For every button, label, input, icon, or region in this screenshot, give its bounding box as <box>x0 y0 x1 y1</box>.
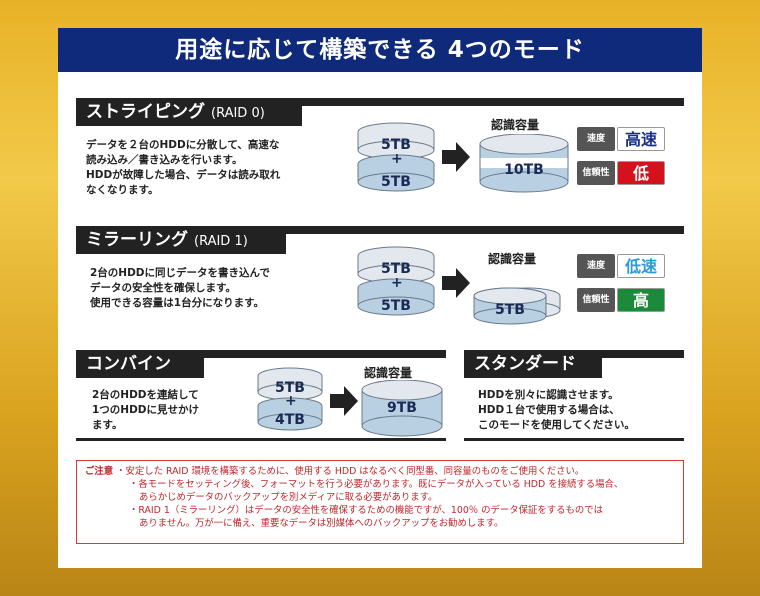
note-line: ・安定した RAID 環境を構築するために、使用する HDD はなるべく同型番、… <box>116 466 585 477</box>
combine-header: コンバイン <box>76 350 204 378</box>
standard-description: HDDを別々に認識させます。 HDD１台で使用する場合は、 このモードを使用して… <box>478 389 635 431</box>
info-panel: 用途に応じて構築できる 4つのモード ストライピング (RAID 0) データを２… <box>58 28 702 568</box>
combine-footer-line <box>76 438 446 441</box>
striping-header-line <box>302 98 684 106</box>
combine-capacity-value: 9TB <box>387 400 417 416</box>
combine-capacity-disk-icon <box>361 380 443 437</box>
combine-disk2-label: 4TB <box>275 412 305 428</box>
mirroring-capacity-disk-icon <box>473 287 561 325</box>
page-title: 用途に応じて構築できる 4つのモード <box>58 28 702 72</box>
caution-label: ご注意 <box>85 466 114 477</box>
mirroring-speed-key: 速度 <box>577 254 615 278</box>
striping-reliability-value: 低 <box>617 161 665 185</box>
mirroring-reliability-key: 信頼性 <box>577 288 615 312</box>
mirroring-header: ミラーリング (RAID 1) <box>76 226 286 254</box>
note-line: ありません。万が一に備え、重要なデータは別媒体へのバックアップをお勧めします。 <box>139 518 504 529</box>
mirroring-disk1-label: 5TB <box>381 261 411 277</box>
standard-header-line <box>602 350 684 358</box>
striping-reliability-key: 信頼性 <box>577 161 615 185</box>
striping-title: ストライピング <box>86 102 205 122</box>
combine-disk-stack-icon <box>257 367 323 431</box>
striping-disk2-label: 5TB <box>381 174 411 190</box>
mirroring-plus: + <box>391 275 403 291</box>
striping-speed-key: 速度 <box>577 127 615 151</box>
mirroring-title: ミラーリング <box>86 230 188 250</box>
combine-capacity-label: 認識容量 <box>364 366 413 380</box>
mirroring-reliability-value: 高 <box>617 288 665 312</box>
mirroring-capacity-value: 5TB <box>495 302 525 318</box>
mirroring-disk2-label: 5TB <box>381 298 411 314</box>
striping-capacity-value: 10TB <box>504 162 544 178</box>
combine-title: コンバイン <box>86 354 171 374</box>
combine-plus: + <box>285 393 297 409</box>
combine-disk1-label: 5TB <box>275 380 305 396</box>
mirroring-raid-label: (RAID 1) <box>194 234 248 249</box>
striping-speed-value: 高速 <box>617 127 665 151</box>
striping-arrow-icon <box>442 142 470 172</box>
caution-notes: ご注意 ・安定した RAID 環境を構築するために、使用する HDD はなるべく… <box>76 460 684 544</box>
mirroring-arrow-icon <box>442 268 470 298</box>
striping-capacity-disk-icon <box>479 134 569 193</box>
note-line: ・各モードをセッティング後、フォーマットを行う必要があります。既にデータが入って… <box>129 479 624 490</box>
mirroring-description: 2台のHDDに同じデータを書き込んで データの安全性を確保します。 使用できる容… <box>90 267 270 309</box>
striping-disk-stack-icon <box>357 122 435 192</box>
striping-plus: + <box>391 151 403 167</box>
mirroring-speed-value: 低速 <box>617 254 665 278</box>
note-line: ・RAID 1（ミラーリング）はデータの安全性を確保するための機能ですが、100… <box>129 505 604 516</box>
mirroring-disk-stack-icon <box>357 246 435 316</box>
standard-footer-line <box>464 438 684 441</box>
note-line: あらかじめデータのバックアップを別メディアに取る必要があります。 <box>139 492 438 503</box>
striping-disk1-label: 5TB <box>381 137 411 153</box>
mirroring-header-line <box>286 226 684 234</box>
combine-header-line <box>204 350 446 358</box>
standard-title: スタンダード <box>474 354 576 374</box>
combine-arrow-icon <box>330 386 358 416</box>
striping-description: データを２台のHDDに分散して、高速な 読み込み／書き込みを行います。 HDDが… <box>86 139 281 196</box>
striping-header: ストライピング (RAID 0) <box>76 98 302 126</box>
striping-capacity-label: 認識容量 <box>491 118 540 132</box>
standard-header: スタンダード <box>464 350 602 378</box>
combine-description: 2台のHDDを連結して 1つのHDDに見せかけ ます。 <box>92 389 200 431</box>
striping-raid-label: (RAID 0) <box>211 106 265 121</box>
mirroring-capacity-label: 認識容量 <box>488 252 537 266</box>
